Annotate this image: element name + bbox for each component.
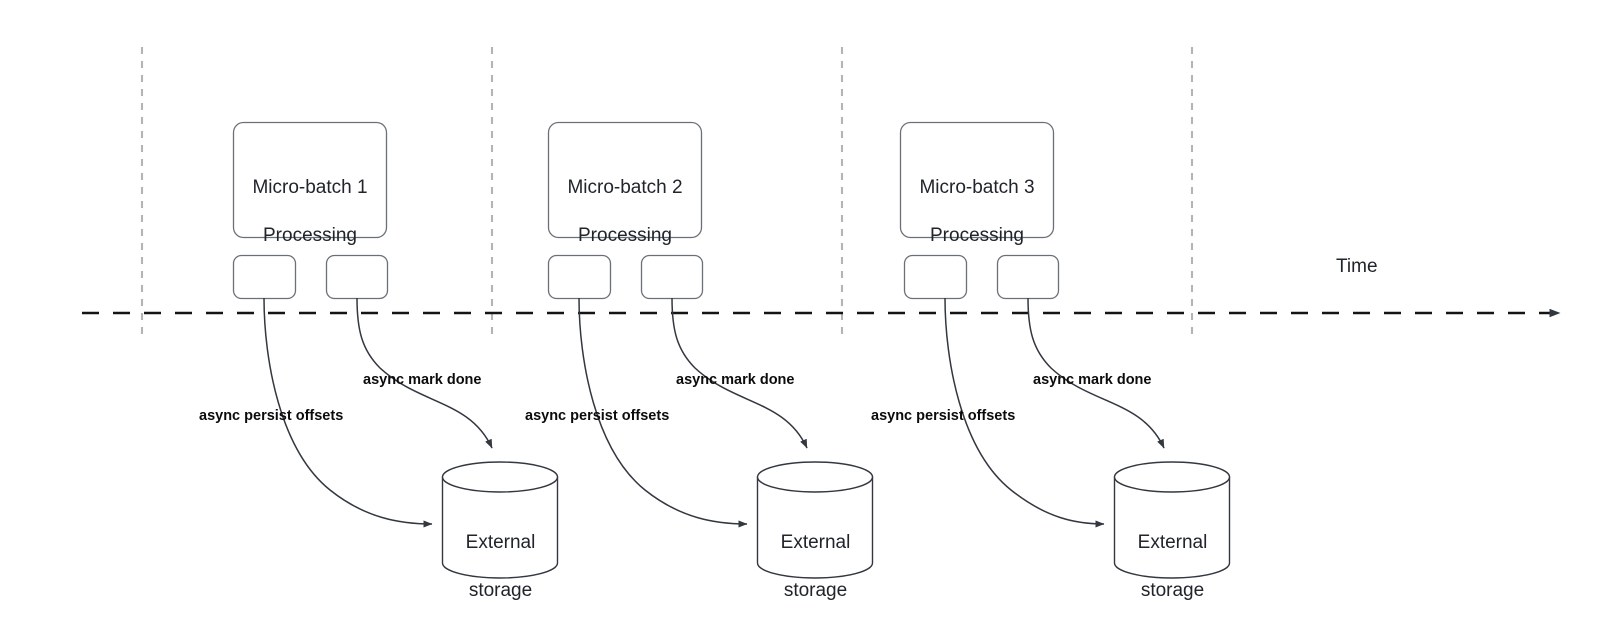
- micro-batch-2-task-box-a[interactable]: [547, 254, 612, 300]
- edge-label-mark-done-2: async mark done: [676, 372, 795, 388]
- timeline-tick-lines: [140, 47, 1194, 341]
- group-2-shapes: [547, 121, 874, 579]
- external-storage-3[interactable]: [1113, 461, 1231, 579]
- micro-batch-3-task-box-a[interactable]: [903, 254, 968, 300]
- external-storage-2[interactable]: [756, 461, 874, 579]
- edge-label-mark-done-1: async mark done: [363, 372, 482, 388]
- edge-label-persist-offsets-1: async persist offsets: [199, 408, 344, 424]
- group-3-shapes: [899, 121, 1231, 579]
- micro-batch-2-task-box-b[interactable]: [640, 254, 704, 300]
- micro-batch-2-box[interactable]: [547, 121, 703, 239]
- edge-label-mark-done-3: async mark done: [1033, 372, 1152, 388]
- edge-persist-offsets-3: [944, 297, 1105, 528]
- edge-mark-done-2: [671, 297, 808, 449]
- micro-batch-3-box[interactable]: [899, 121, 1055, 239]
- edge-label-persist-offsets-3: async persist offsets: [871, 408, 1016, 424]
- micro-batch-1-box[interactable]: [232, 121, 388, 239]
- time-axis-label: Time: [1336, 256, 1378, 277]
- edge-mark-done-1: [356, 297, 493, 449]
- micro-batch-1-task-box-a[interactable]: [232, 254, 297, 300]
- edge-mark-done-3: [1027, 297, 1165, 449]
- group-1-shapes: [232, 121, 559, 579]
- micro-batch-3-task-box-b[interactable]: [996, 254, 1060, 300]
- edge-label-persist-offsets-2: async persist offsets: [525, 408, 670, 424]
- micro-batch-1-task-box-b[interactable]: [325, 254, 389, 300]
- external-storage-1[interactable]: [441, 461, 559, 579]
- edge-persist-offsets-1: [263, 297, 433, 528]
- edge-persist-offsets-2: [578, 297, 748, 528]
